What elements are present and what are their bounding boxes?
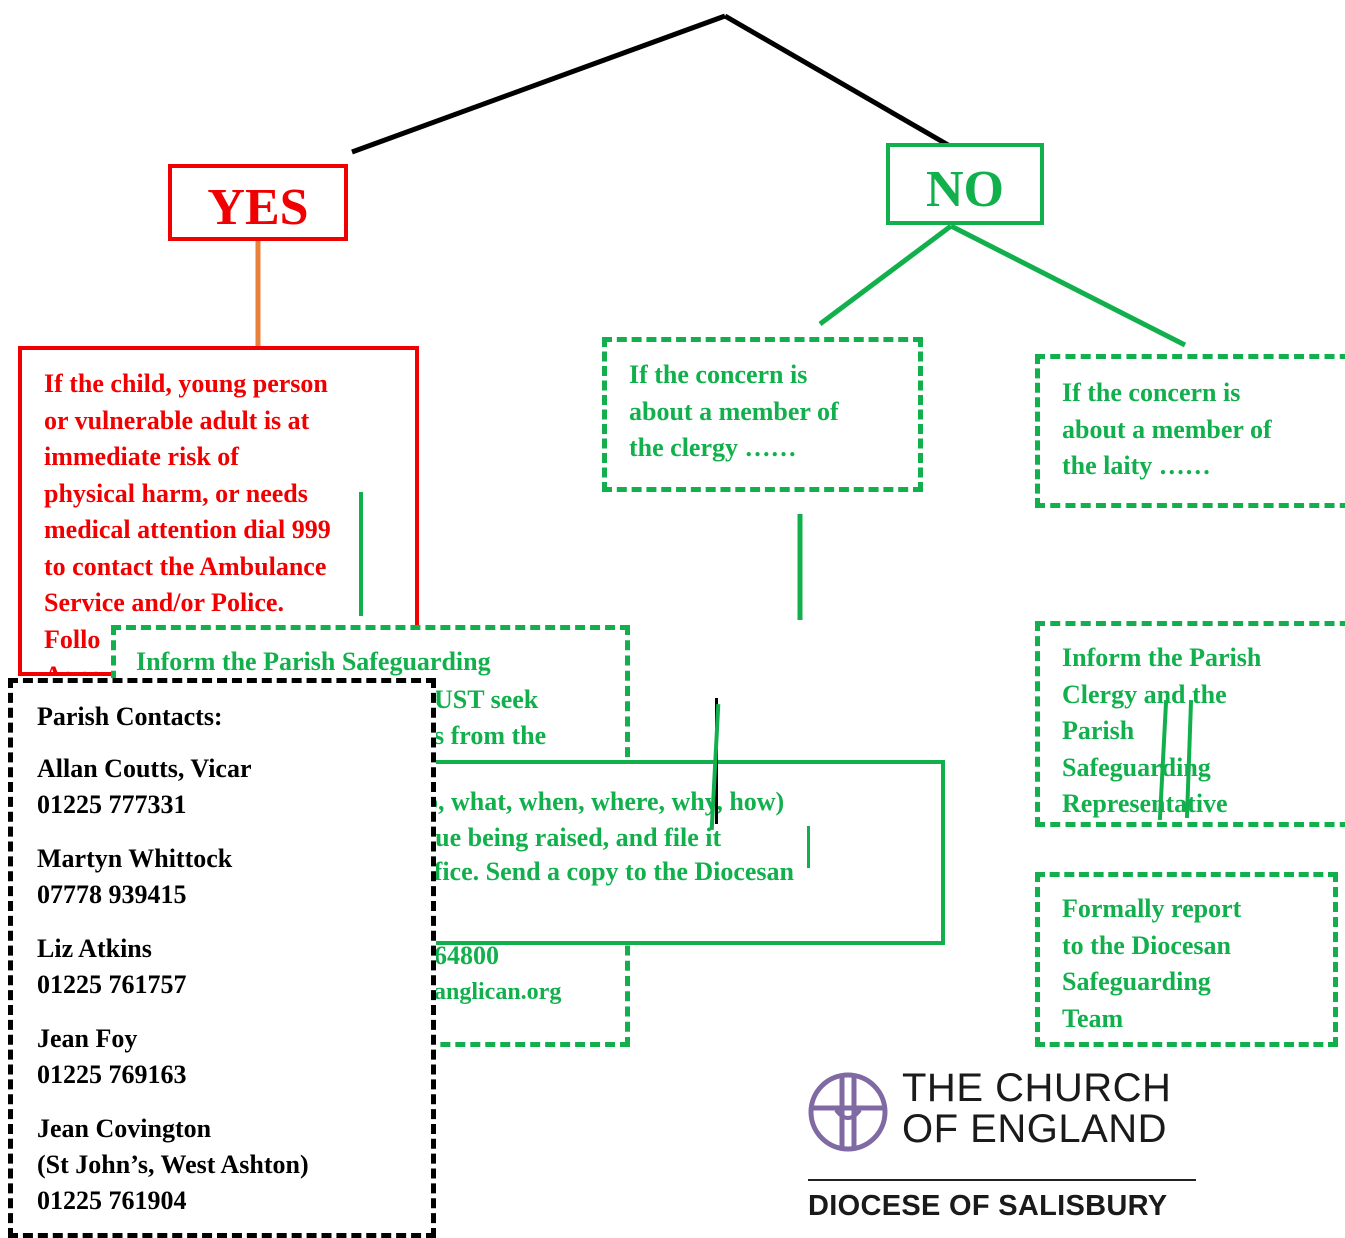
stray-line-mark <box>359 492 363 616</box>
laity-concern-line: about a member of <box>1062 414 1272 444</box>
diocese-name: DIOCESE OF SALISBURY <box>808 1190 1168 1222</box>
contacts-heading: Parish Contacts: <box>37 702 223 731</box>
contact-phone: 07778 939415 <box>37 880 187 909</box>
formal-report-line: Formally report <box>1062 894 1242 923</box>
record-line: ffice. Send a copy to the Diocesan <box>425 857 795 886</box>
yes-decision-box: YES <box>168 164 348 241</box>
psr-line: 64800 <box>434 941 499 970</box>
contact-phone: 01225 761757 <box>37 970 187 999</box>
laity-concern-box: If the concern is about a member of the … <box>1035 354 1345 508</box>
record-line: sue being raised, and file it <box>425 823 722 852</box>
immediate-risk-line: Service and/or Police. <box>44 588 284 617</box>
no-to-laity-connector <box>949 223 1187 348</box>
cross-circle-icon <box>808 1072 888 1152</box>
contact-name: Jean Covington <box>37 1114 212 1143</box>
no-to-clergy-connector <box>818 223 953 327</box>
immediate-risk-line: or vulnerable adult is at <box>44 405 310 435</box>
root-to-no-connector <box>723 13 957 152</box>
contact-phone: 01225 769163 <box>37 1060 187 1089</box>
laity-concern-line: the laity …… <box>1062 451 1211 480</box>
logo-wordmark: THE CHURCH OF ENGLAND <box>902 1068 1171 1150</box>
contact-entry: Allan Coutts, Vicar 01225 777331 <box>37 751 431 823</box>
record-line: o, what, when, where, why, how) <box>425 787 785 816</box>
contact-name: Liz Atkins <box>37 934 152 963</box>
immediate-risk-line: medical attention dial 999 <box>44 515 331 544</box>
contact-name: Jean Foy <box>37 1024 138 1053</box>
no-decision-box: NO <box>886 143 1044 225</box>
no-label: NO <box>926 161 1004 218</box>
yes-label: YES <box>207 179 309 236</box>
contact-phone: 01225 777331 <box>37 790 187 819</box>
laity-concern-line: If the concern is <box>1062 378 1241 407</box>
contact-entry: Jean Foy 01225 769163 <box>37 1021 431 1093</box>
clergy-concern-line: the clergy …… <box>629 433 797 462</box>
clergy-concern-box: If the concern is about a member of the … <box>602 337 923 492</box>
logo-line-2: OF ENGLAND <box>902 1107 1168 1151</box>
clergy-concern-line: about a member of <box>629 396 839 426</box>
contact-entry: Liz Atkins 01225 761757 <box>37 931 431 1003</box>
immediate-risk-line: If the child, young person <box>44 369 328 398</box>
logo-divider <box>808 1179 1196 1181</box>
inform-line: Parish <box>1062 716 1135 745</box>
contact-entry: Jean Covington (St John’s, West Ashton) … <box>37 1111 431 1219</box>
clergy-concern-line: If the concern is <box>629 360 808 389</box>
record-details-box: o, what, when, where, why, how) sue bein… <box>411 760 945 945</box>
immediate-risk-line: physical harm, or needs <box>44 478 308 508</box>
contact-extra: (St John’s, West Ashton) <box>37 1150 309 1179</box>
psr-line: s from the <box>434 721 547 750</box>
contact-phone: 01225 761904 <box>37 1186 187 1215</box>
inform-line: Representative <box>1062 789 1228 818</box>
immediate-risk-line: As so <box>44 661 103 676</box>
contact-name: Allan Coutts, Vicar <box>37 754 252 783</box>
psr-line: Inform the Parish Safeguarding <box>136 647 491 676</box>
formal-report-line: Team <box>1062 1003 1124 1033</box>
contact-name: Martyn Whittock <box>37 844 233 873</box>
formal-report-line: Safeguarding <box>1062 967 1211 996</box>
immediate-risk-box: If the child, young person or vulnerable… <box>18 346 419 676</box>
logo-line-1: THE CHURCH <box>902 1066 1172 1110</box>
inform-line: Inform the Parish <box>1062 643 1262 672</box>
church-of-england-logo: THE CHURCH OF ENGLAND DIOCESE OF SALISBU… <box>806 1068 1206 1233</box>
immediate-risk-line: Follo <box>44 624 101 654</box>
contact-entry: Martyn Whittock 07778 939415 <box>37 841 431 913</box>
immediate-risk-line: to contact the Ambulance <box>44 551 327 581</box>
psr-line: anglican.org <box>434 979 562 1005</box>
root-to-yes-connector <box>351 13 726 155</box>
psr-line: UST seek <box>434 685 539 714</box>
formal-report-box: Formally report to the Diocesan Safeguar… <box>1035 872 1338 1047</box>
parish-contacts-box: Parish Contacts: Allan Coutts, Vicar 012… <box>8 678 436 1238</box>
formal-report-line: to the Diocesan <box>1062 930 1231 960</box>
inform-line: Clergy and the <box>1062 679 1227 709</box>
stray-line-mark <box>807 826 810 868</box>
immediate-risk-line: immediate risk of <box>44 442 239 471</box>
inform-line: Safeguarding <box>1062 752 1211 782</box>
